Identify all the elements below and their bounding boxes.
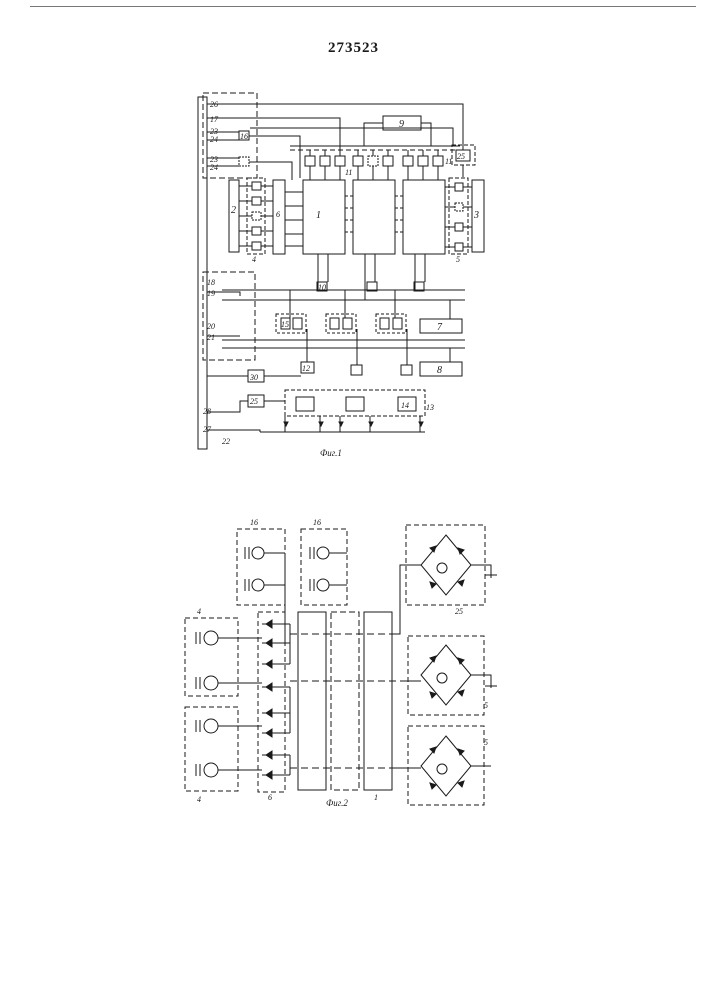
fig2-block-4a (185, 618, 238, 696)
fig2-block-1a (298, 612, 326, 790)
figure-2-caption: Фиг.2 (326, 798, 348, 808)
fig2-rows (290, 634, 400, 768)
fig2-label-5b: 5 (484, 738, 488, 747)
fig2-block-4b (185, 707, 238, 791)
fig2-label-4a: 4 (197, 607, 201, 616)
fig2-label-16a: 16 (250, 518, 258, 527)
fig2-diode-leads (262, 624, 290, 775)
fig2-bridge-icons (421, 535, 471, 796)
fig2-block-16a (237, 529, 285, 605)
fig2-label-16b: 16 (313, 518, 321, 527)
optocoupler-icons-16 (245, 547, 347, 591)
fig2-label-4b: 4 (197, 795, 201, 804)
fig2-block-1c (364, 612, 392, 790)
fig2-block-1b (331, 612, 359, 790)
optocoupler-icons-4 (196, 631, 262, 777)
fig2-label-5a: 5 (484, 701, 488, 710)
fig2-label-6: 6 (268, 793, 272, 802)
fig2-label-25: 25 (455, 607, 463, 616)
fig2-label-1: 1 (374, 793, 378, 802)
fig2-to-bridges (392, 565, 421, 768)
fig2-block-16b (301, 529, 347, 605)
